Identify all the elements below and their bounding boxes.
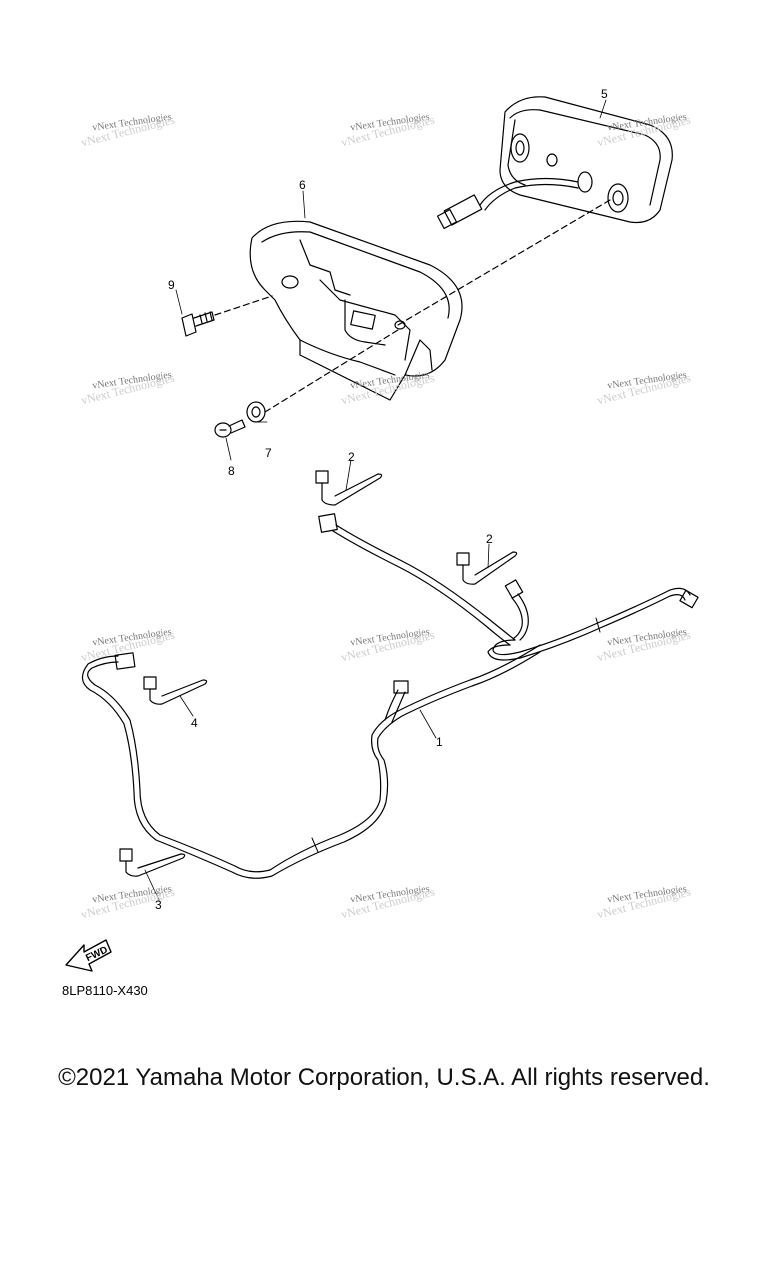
callout-3: 3 (155, 898, 162, 912)
wire-harness (82, 514, 698, 879)
fwd-label: FWD (84, 945, 109, 965)
cable-band-4 (144, 677, 207, 704)
light-housing (250, 221, 462, 400)
callout-5: 5 (601, 87, 608, 101)
washer (247, 402, 265, 422)
callout-2-middle: 2 (486, 532, 493, 546)
fwd-arrow-icon: FWD (66, 940, 111, 971)
callout-8: 8 (228, 464, 235, 478)
cable-band-3 (120, 849, 185, 876)
diagram-code: 8LP8110-X430 (62, 983, 148, 998)
leader-lines (215, 200, 610, 412)
callout-9: 9 (168, 278, 175, 292)
cable-band-upper (316, 471, 382, 505)
tail-light-unit (438, 97, 673, 229)
callout-7: 7 (265, 446, 272, 460)
bolt (182, 312, 214, 336)
callout-6: 6 (299, 178, 306, 192)
copyright-notice: ©2021 Yamaha Motor Corporation, U.S.A. A… (58, 1064, 710, 1091)
callout-1: 1 (436, 735, 443, 749)
callout-2-upper: 2 (348, 450, 355, 464)
callout-4: 4 (191, 716, 198, 730)
callout-leaders (145, 100, 606, 900)
screw (215, 420, 245, 437)
cable-band-middle (457, 552, 517, 584)
